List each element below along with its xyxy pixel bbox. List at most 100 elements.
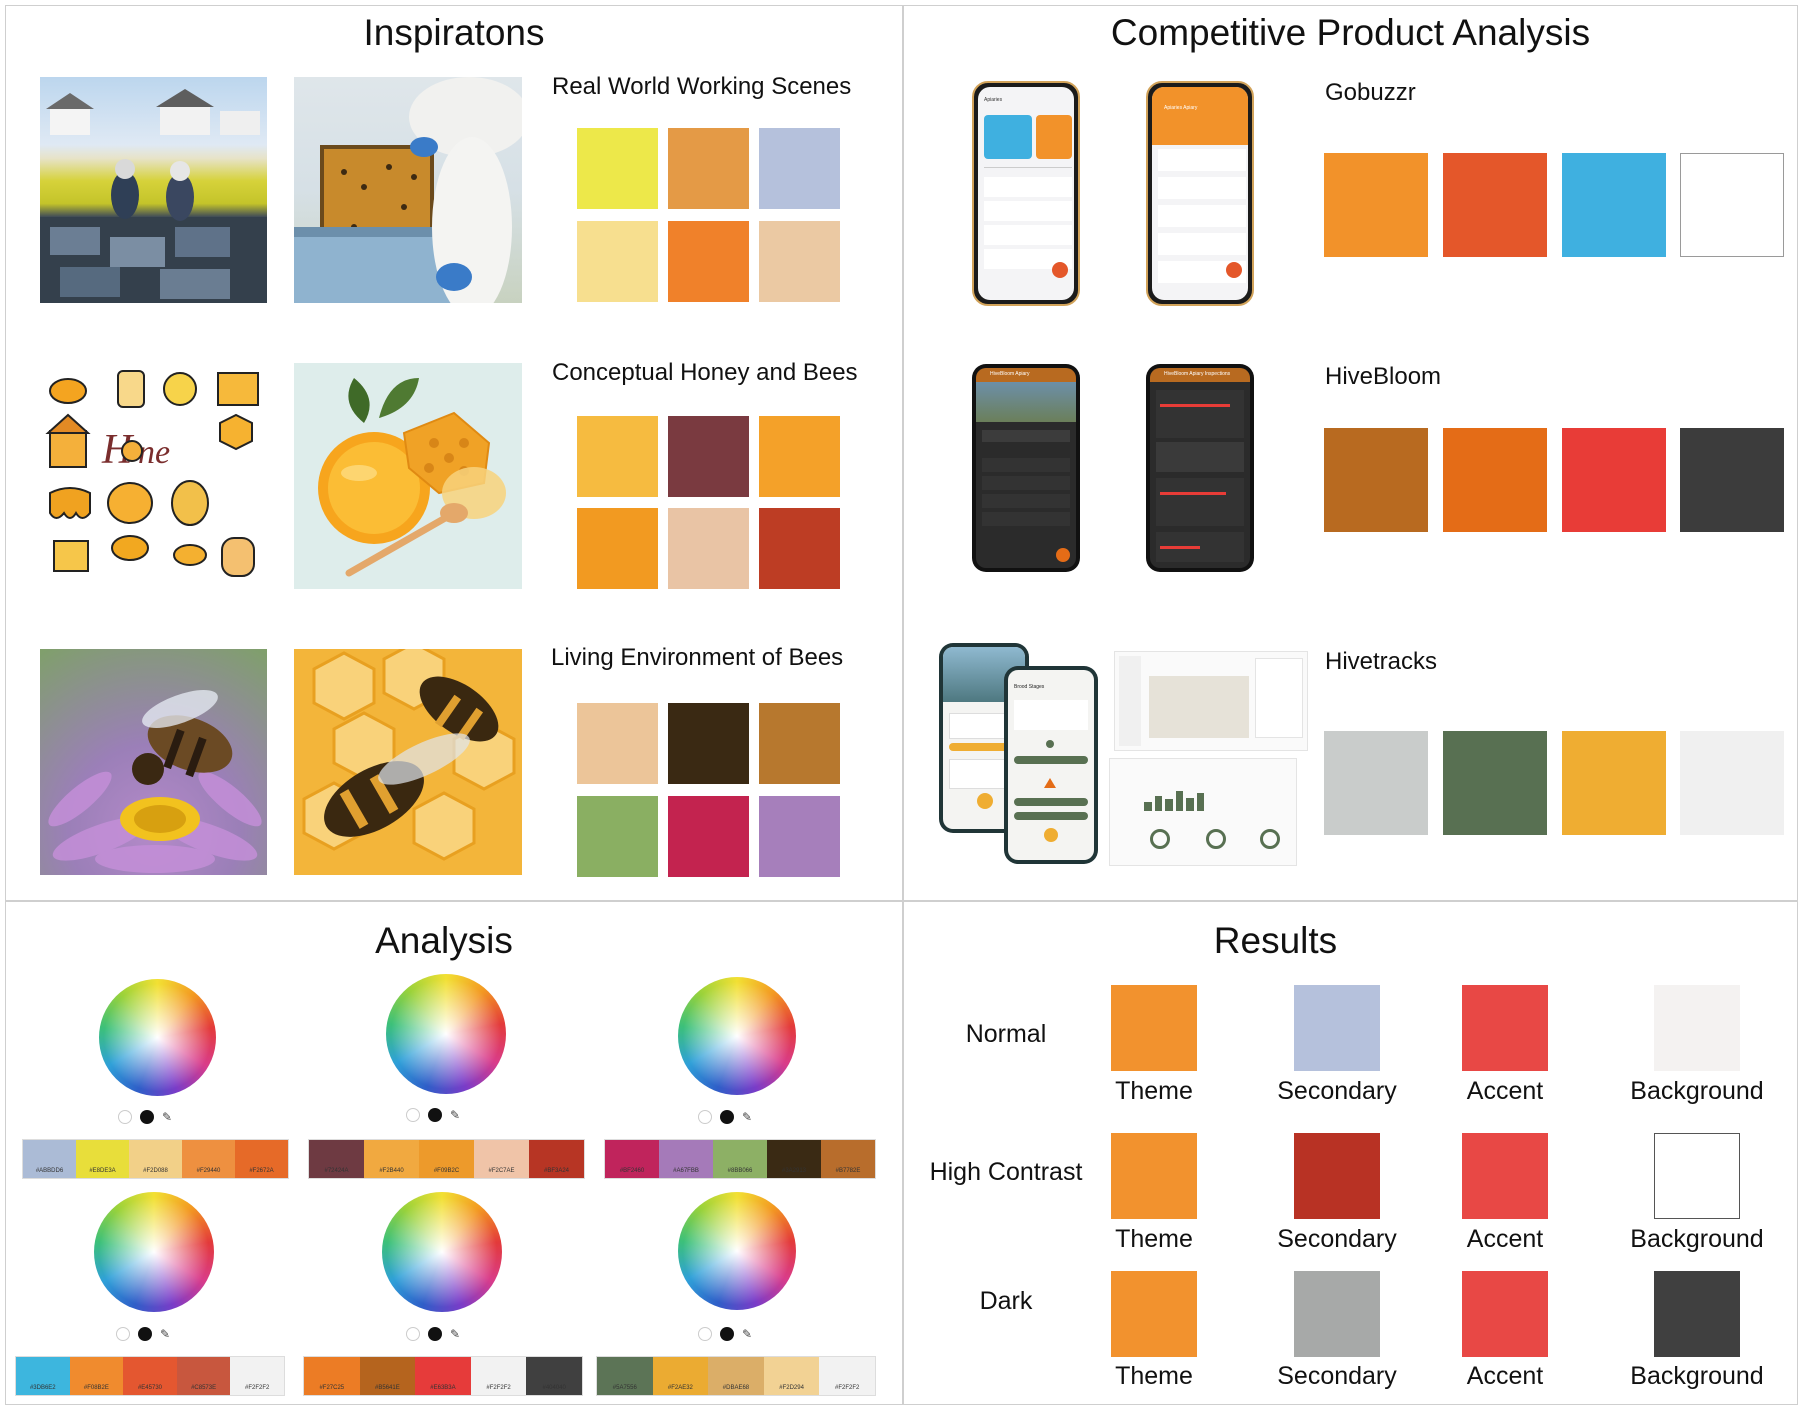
palette-cell[interactable]: #BF2460 — [605, 1140, 659, 1178]
dark-mode-toggle[interactable] — [720, 1110, 734, 1124]
palette-cell[interactable]: #A67FBB — [659, 1140, 713, 1178]
swatch-1-1 — [577, 128, 658, 209]
gobuzzr-screen-2-title: Apiaries Apiary — [1164, 105, 1198, 111]
product-label-hivetracks: Hivetracks — [1325, 648, 1438, 675]
hc-background-label: Background — [1630, 1225, 1764, 1253]
palette-cell-hex: #F2D088 — [143, 1168, 168, 1174]
palette-cell[interactable]: #E63B3A — [415, 1357, 471, 1395]
palette-cell[interactable]: #B5641E — [359, 1357, 416, 1395]
swatch-2-5 — [668, 508, 749, 589]
normal-accent-label: Accent — [1466, 1077, 1544, 1105]
hivebloom-swatch-4 — [1680, 428, 1784, 532]
light-mode-toggle[interactable] — [406, 1108, 420, 1122]
hivetracks-screen-title: Brood Stages — [1014, 684, 1045, 690]
hivetracks-desktop-dashboard — [1109, 758, 1297, 866]
eyedropper-icon[interactable]: ✎ — [160, 1327, 171, 1341]
inspirations-panel: Inspiratons — [5, 5, 903, 901]
palette-cell[interactable]: #F2F2F2 — [230, 1357, 284, 1395]
palette-cell-hex: #BF3A24 — [543, 1168, 570, 1174]
dark-mode-toggle[interactable] — [720, 1327, 734, 1341]
eyedropper-icon[interactable]: ✎ — [162, 1110, 173, 1124]
palette-cell[interactable]: #E45730 — [123, 1357, 177, 1395]
normal-theme-swatch — [1111, 985, 1197, 1071]
palette-cell[interactable]: #72424A — [309, 1140, 364, 1178]
eyedropper-icon[interactable]: ✎ — [450, 1108, 461, 1122]
palette-cell[interactable]: #F2D088 — [129, 1140, 182, 1178]
wheel-controls-6: ✎ — [698, 1327, 752, 1341]
gobuzzr-swatch-1 — [1324, 153, 1428, 257]
palette-cell[interactable]: #F2AE32 — [652, 1357, 709, 1395]
hc-accent-swatch — [1462, 1133, 1548, 1219]
normal-secondary-swatch — [1294, 985, 1380, 1071]
palette-cell[interactable]: #DBAE68 — [708, 1357, 764, 1395]
normal-background-swatch — [1654, 985, 1740, 1071]
dark-secondary-label: Secondary — [1277, 1362, 1397, 1390]
eyedropper-icon[interactable]: ✎ — [742, 1110, 753, 1124]
palette-strip-3: #BF2460#A67FBB#8BB066#3A2913#B7782E — [604, 1139, 876, 1179]
palette-cell[interactable]: #F29440 — [182, 1140, 235, 1178]
palette-strip-6: #5A7556 #F2AE32 #DBAE68 #F2D294#F2F2F2 — [596, 1356, 876, 1396]
palette-strip-2: #72424A#F2B440#F09B2C#F2C7AE #BF3A24 — [308, 1139, 585, 1179]
results-title: Results — [1213, 920, 1338, 961]
swatch-2-2 — [668, 416, 749, 497]
palette-strip-1: #ABBDD6#E8DE3A #F2D088 #F29440#F2672A — [22, 1139, 289, 1179]
palette-cell-hex: #F2F2F2 — [245, 1385, 270, 1391]
normal-secondary-label: Secondary — [1277, 1077, 1397, 1105]
palette-cell-hex: #DBAE68 — [722, 1385, 750, 1391]
light-mode-toggle[interactable] — [698, 1327, 712, 1341]
palette-cell-hex: #F2AE32 — [667, 1385, 693, 1391]
palette-cell[interactable]: #F08B2E — [69, 1357, 124, 1395]
hivebloom-screen-1-title: HiveBloom Apiary — [990, 371, 1030, 377]
swatch-1-3 — [759, 128, 840, 209]
hivebloom-swatch-1 — [1324, 428, 1428, 532]
palette-cell-hex: #404040 — [542, 1385, 566, 1391]
palette-cell[interactable]: #B7782E — [821, 1140, 875, 1178]
dark-mode-toggle[interactable] — [428, 1327, 442, 1341]
palette-cell[interactable]: #3DB6E2 — [16, 1357, 70, 1395]
group-label-3: Living Environment of Bees — [551, 644, 844, 671]
dark-mode-toggle[interactable] — [140, 1110, 154, 1124]
palette-cell[interactable]: #F2F2F2 — [470, 1357, 527, 1395]
palette-cell[interactable]: #F27C25 — [304, 1357, 360, 1395]
palette-cell[interactable]: #404040 — [526, 1357, 582, 1395]
palette-cell[interactable]: #ABBDD6 — [23, 1140, 76, 1178]
gobuzzr-screen-1-title: Apiaries — [984, 97, 1003, 103]
light-mode-toggle[interactable] — [116, 1327, 130, 1341]
palette-cell[interactable]: #5A7556 — [597, 1357, 653, 1395]
dark-theme-swatch — [1111, 1271, 1197, 1357]
wheel-controls-3: ✎ — [698, 1110, 752, 1124]
palette-cell[interactable]: #C8573E — [176, 1357, 231, 1395]
palette-cell[interactable]: #3A2913 — [767, 1140, 821, 1178]
palette-cell[interactable]: #F2672A — [235, 1140, 288, 1178]
palette-cell[interactable]: #BF3A24 — [529, 1140, 584, 1178]
beekeeper-frame-photo — [294, 77, 522, 303]
hc-theme-swatch — [1111, 1133, 1197, 1219]
row-label-dark: Dark — [979, 1287, 1033, 1315]
light-mode-toggle[interactable] — [406, 1327, 420, 1341]
wheel-controls-1: ✎ — [118, 1110, 172, 1124]
palette-cell[interactable]: #F2B440 — [364, 1140, 419, 1178]
normal-background-label: Background — [1630, 1077, 1764, 1105]
palette-cell[interactable]: #8BB066 — [713, 1140, 767, 1178]
eyedropper-icon[interactable]: ✎ — [450, 1327, 461, 1341]
palette-cell[interactable]: #E8DE3A — [76, 1140, 129, 1178]
dark-theme-label: Theme — [1115, 1362, 1193, 1390]
color-wheel-1 — [99, 979, 216, 1096]
light-mode-toggle[interactable] — [698, 1110, 712, 1124]
gobuzzr-phone-2: Apiaries Apiary — [1146, 81, 1254, 306]
palette-cell[interactable]: #F2C7AE — [474, 1140, 529, 1178]
dark-mode-toggle[interactable] — [138, 1327, 152, 1341]
eyedropper-icon[interactable]: ✎ — [742, 1327, 753, 1341]
honey-doodles-photo: H ne — [40, 363, 267, 589]
palette-cell-hex: #E63B3A — [430, 1385, 456, 1391]
swatch-3-6 — [759, 796, 840, 877]
light-mode-toggle[interactable] — [118, 1110, 132, 1124]
palette-cell[interactable]: #F2D294 — [763, 1357, 820, 1395]
group-label-1: Real World Working Scenes — [552, 73, 852, 100]
hivetracks-swatch-3 — [1562, 731, 1666, 835]
dark-mode-toggle[interactable] — [428, 1108, 442, 1122]
palette-cell[interactable]: #F09B2C — [419, 1140, 474, 1178]
dark-background-swatch — [1654, 1271, 1740, 1357]
palette-cell[interactable]: #F2F2F2 — [819, 1357, 875, 1395]
